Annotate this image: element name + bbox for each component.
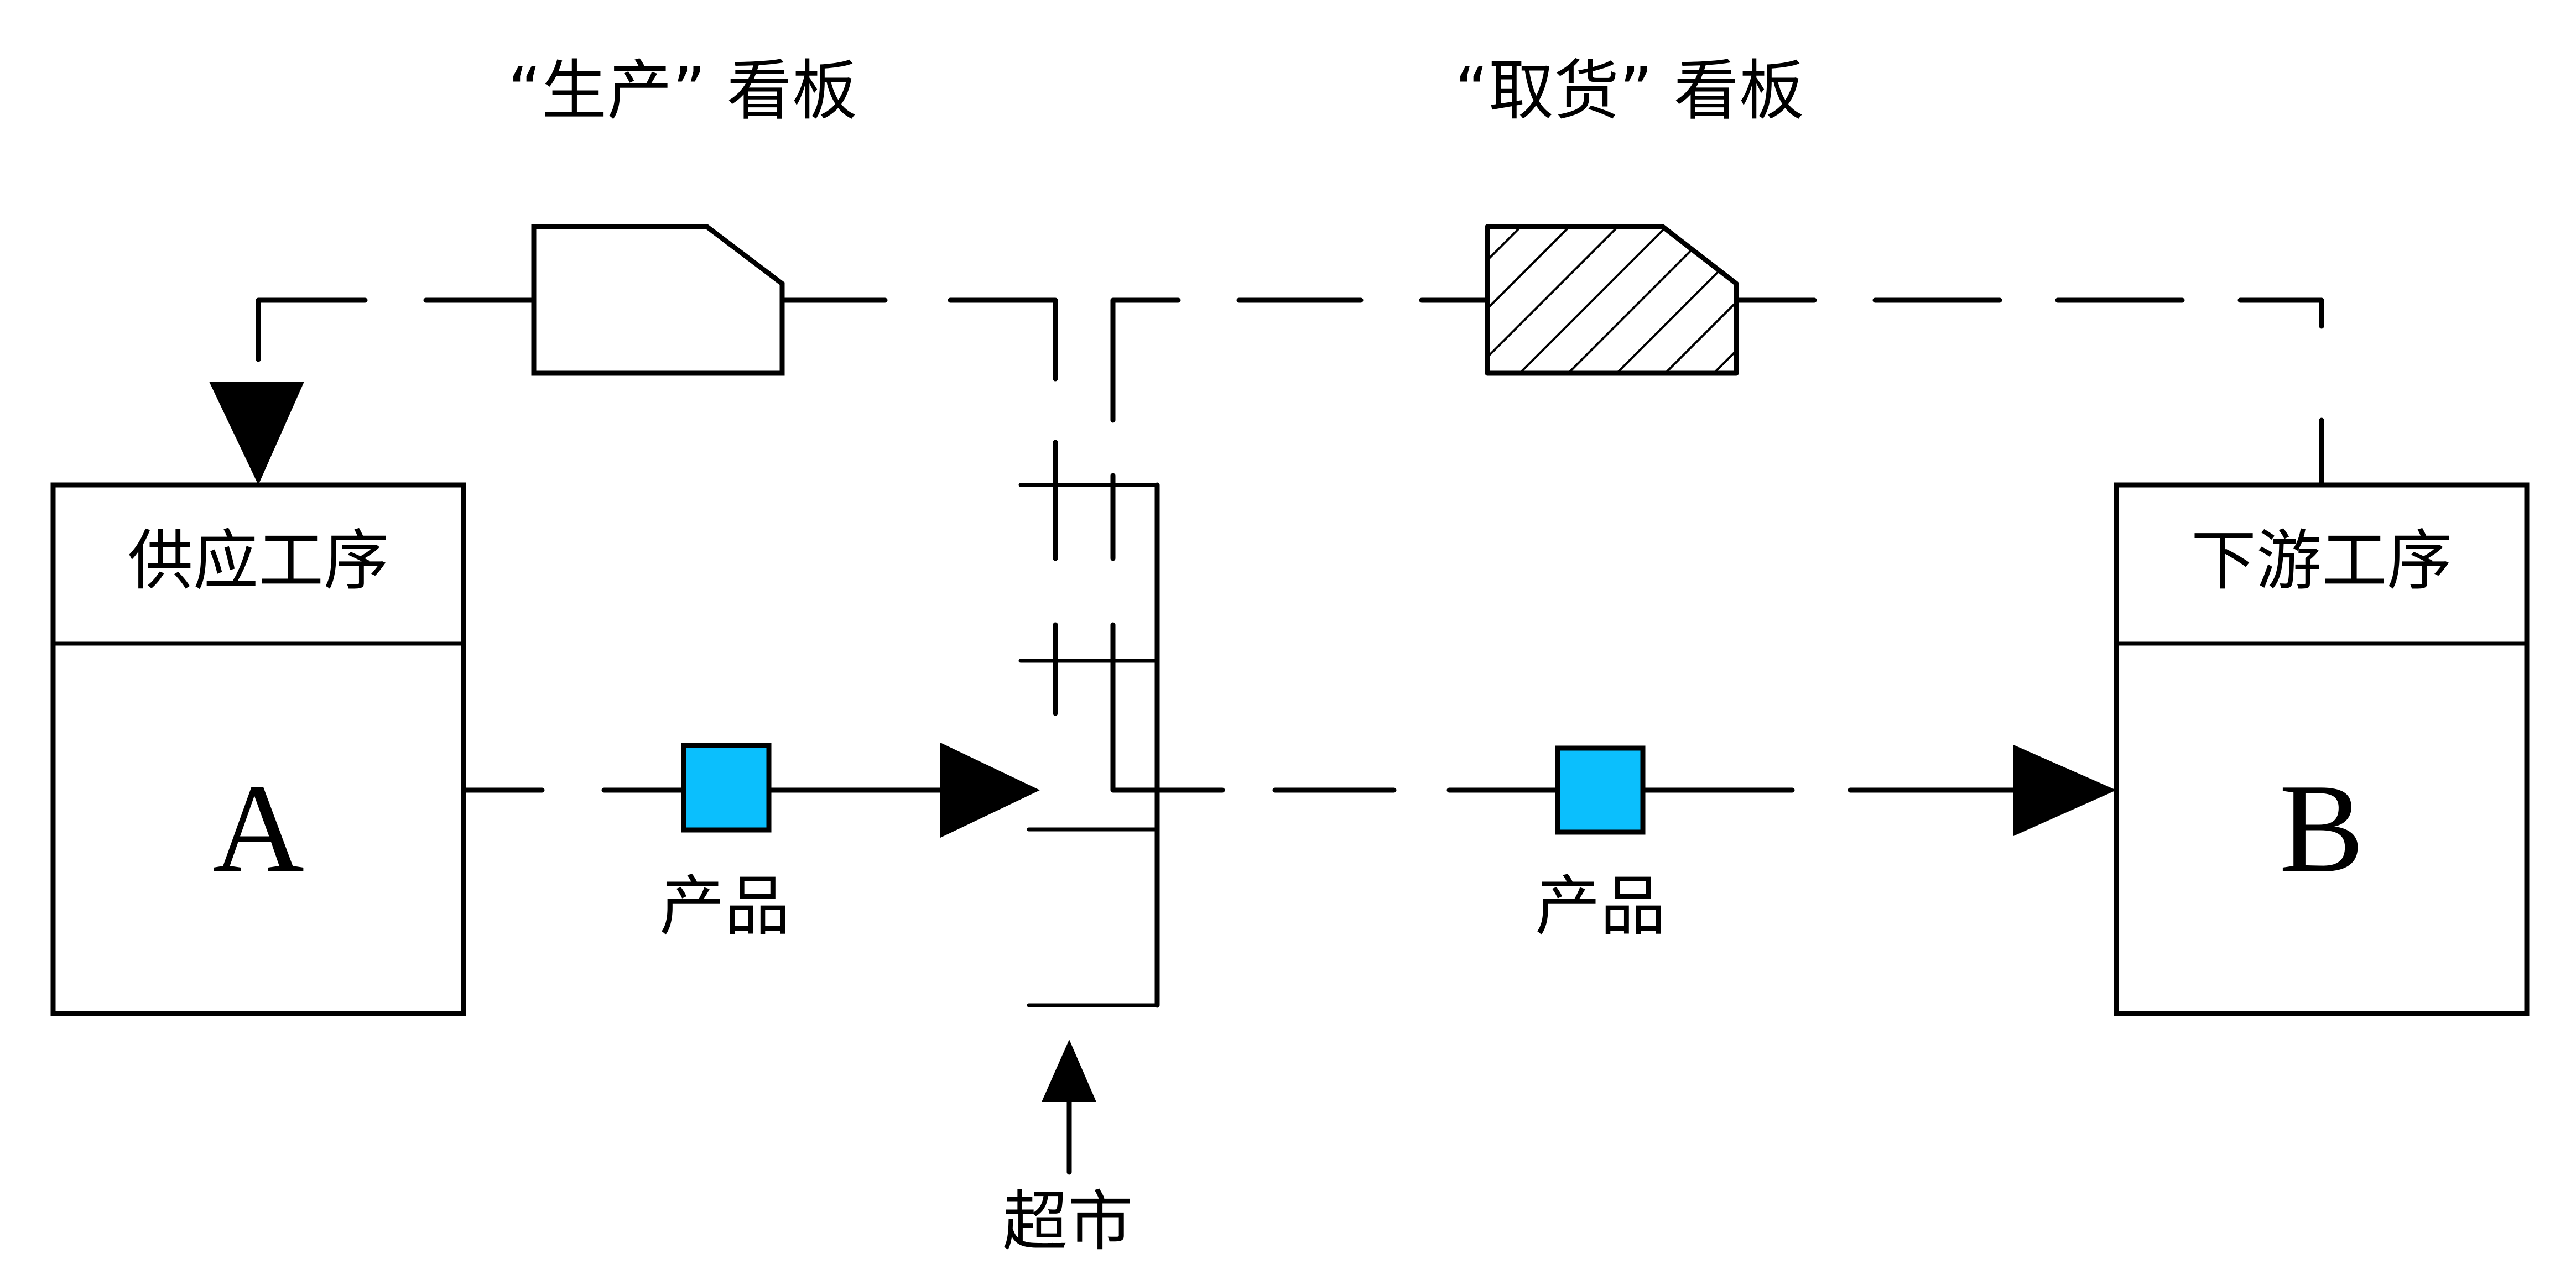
withdrawal-kanban-card-hatched-icon[interactable] <box>1485 224 1739 376</box>
supplier-process-name: A <box>212 758 304 899</box>
supermarket-label: 超市 <box>1002 1183 1133 1260</box>
supplier-process-header: 供应工序 <box>128 523 389 599</box>
push-arrow-icon-left <box>940 743 1040 838</box>
product-label-right: 产品 <box>1535 868 1666 944</box>
downstream-process-header: 下游工序 <box>2191 523 2452 599</box>
arrow-down-icon <box>209 382 304 485</box>
product-square-icon-right[interactable] <box>1555 745 1646 835</box>
arrow-up-icon <box>1042 1040 1096 1102</box>
material-flow-right <box>1110 711 2016 793</box>
product-label-left: 产品 <box>659 868 790 944</box>
downstream-process-name: B <box>2279 758 2364 899</box>
production-kanban-title: “生产” 看板 <box>508 53 857 129</box>
product-square-icon-left[interactable] <box>681 743 772 833</box>
push-arrow-icon-right <box>2013 745 2116 836</box>
downstream-process-box[interactable]: 下游工序 B <box>2114 482 2530 1016</box>
withdrawal-kanban-title: “取货” 看板 <box>1455 53 1804 129</box>
supplier-process-box[interactable]: 供应工序 A <box>50 482 466 1016</box>
production-kanban-signal-line <box>256 297 1058 716</box>
supermarket-shelf-icon[interactable] <box>1018 482 1160 1008</box>
production-kanban-card-icon[interactable] <box>531 224 785 376</box>
withdrawal-kanban-signal-line <box>1110 297 2324 715</box>
